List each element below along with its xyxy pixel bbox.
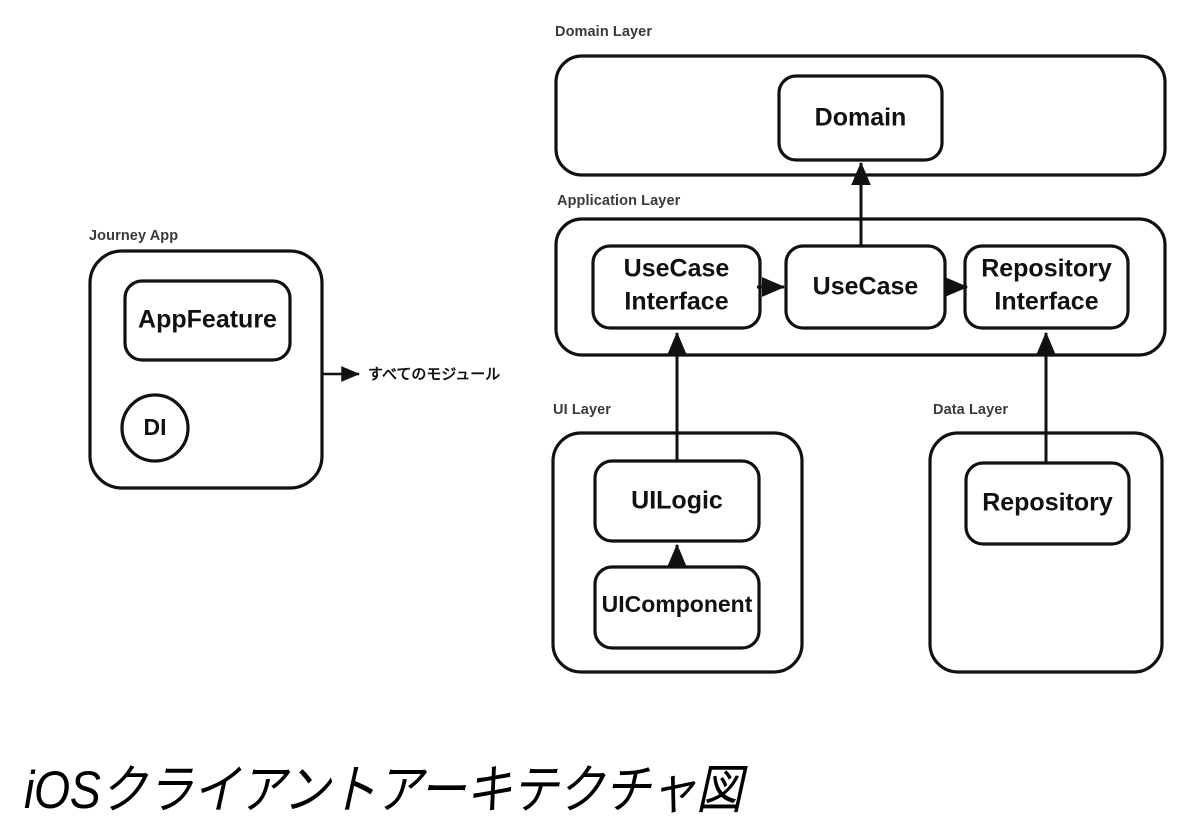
appfeature-node-label: AppFeature [138,306,277,334]
ui-layer-label: UI Layer [553,402,611,418]
domain-node-label: Domain [815,104,907,132]
uicomponent-node-label: UIComponent [602,591,753,617]
domain-layer-label: Domain Layer [555,24,652,40]
all-modules-dependency-label: すべてのモジュール [368,366,500,383]
uilogic-node-label: UILogic [631,487,723,515]
appfeature-node[interactable] [123,279,292,362]
usecase-interface-node-label-line2: Interface [624,288,728,316]
application-layer-label: Application Layer [557,193,681,209]
domain-node[interactable] [777,74,944,162]
di-node[interactable] [120,393,190,463]
journey-app-label: Journey App [89,228,178,244]
usecase-node-label: UseCase [813,273,919,301]
di-node-label: DI [144,414,167,440]
repository-interface-node-label-line1: Repository [981,255,1112,283]
data-layer-label: Data Layer [933,402,1008,418]
diagram-caption: iOSクライアントアーキテクチャ図 [24,761,743,820]
repository-interface-node-label-line2: Interface [994,288,1098,316]
repository-node-label: Repository [982,489,1113,517]
usecase-interface-node-label-line1: UseCase [624,255,730,283]
